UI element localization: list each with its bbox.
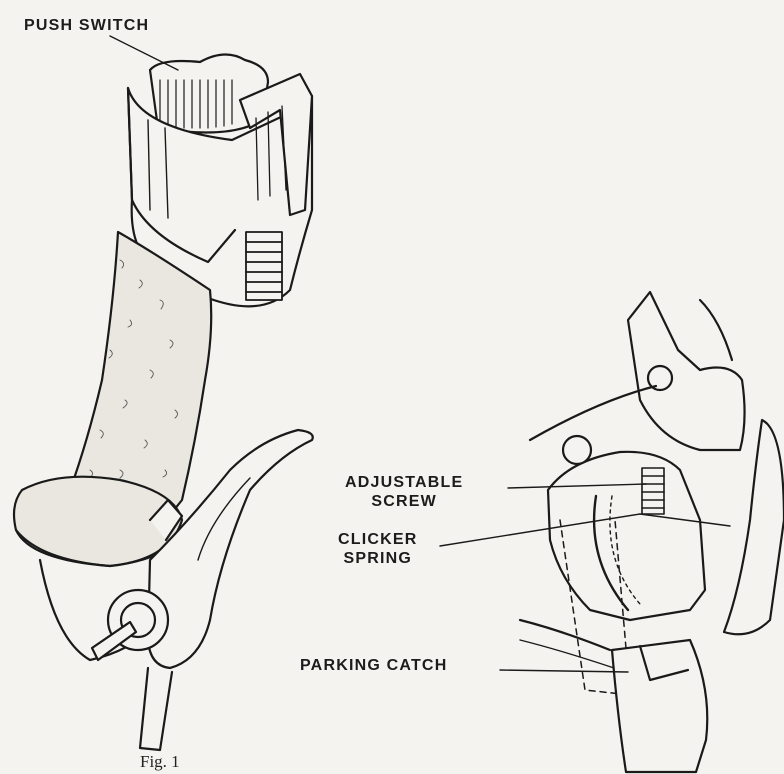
- right-blade: [724, 420, 784, 634]
- cable-tail: [140, 668, 172, 750]
- parking-catch-label: PARKING CATCH: [300, 656, 447, 675]
- control-column-handle: [14, 54, 313, 750]
- push-switch-label: PUSH SWITCH: [24, 16, 149, 35]
- push-switch-leader: [110, 36, 178, 70]
- adjustable-screw-label: ADJUSTABLE SCREW: [345, 473, 463, 511]
- lower-lever: [612, 640, 707, 772]
- housing-body: [548, 452, 705, 620]
- upper-arm: [628, 292, 745, 450]
- lever-mechanism-detail: [520, 292, 784, 772]
- figure-caption: Fig. 1: [140, 752, 180, 772]
- threaded-stem: [246, 232, 282, 300]
- parking-catch-leader: [500, 670, 628, 672]
- adjustable-screw: [642, 468, 664, 514]
- clicker-spring-label: CLICKER SPRING: [338, 530, 418, 568]
- hex-nut: [563, 436, 591, 464]
